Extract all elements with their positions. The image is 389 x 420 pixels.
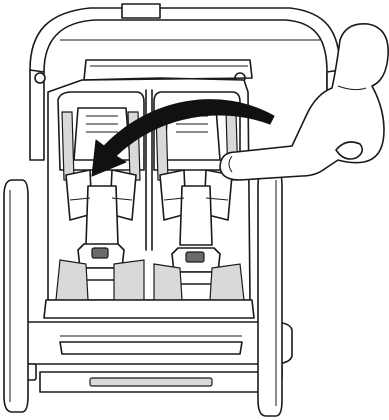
front-bumper bbox=[10, 300, 292, 392]
right-wheel bbox=[258, 170, 282, 416]
left-wheel bbox=[4, 180, 28, 412]
